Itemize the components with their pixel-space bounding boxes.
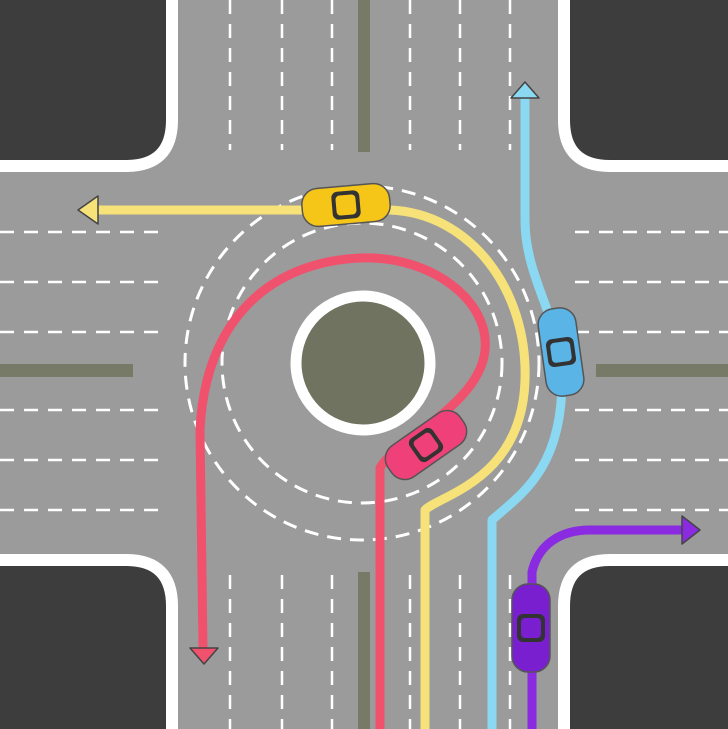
purple-car xyxy=(511,583,551,673)
yellow-car xyxy=(301,182,391,228)
block-top-left xyxy=(0,0,178,172)
purple-arrowhead-icon xyxy=(681,515,701,545)
inner-dashed-ring xyxy=(220,221,504,505)
yellow-route xyxy=(98,205,530,729)
blue-car xyxy=(537,307,585,397)
red-arrowhead-icon xyxy=(189,647,219,665)
central-island xyxy=(290,290,436,436)
blue-arrowhead-icon xyxy=(510,81,540,99)
block-bottom-left xyxy=(0,554,178,729)
purple-route xyxy=(527,525,682,729)
pink-car xyxy=(384,409,468,481)
yellow-arrowhead-icon xyxy=(77,195,99,225)
block-top-right xyxy=(558,0,728,172)
block-bottom-right xyxy=(558,554,728,729)
